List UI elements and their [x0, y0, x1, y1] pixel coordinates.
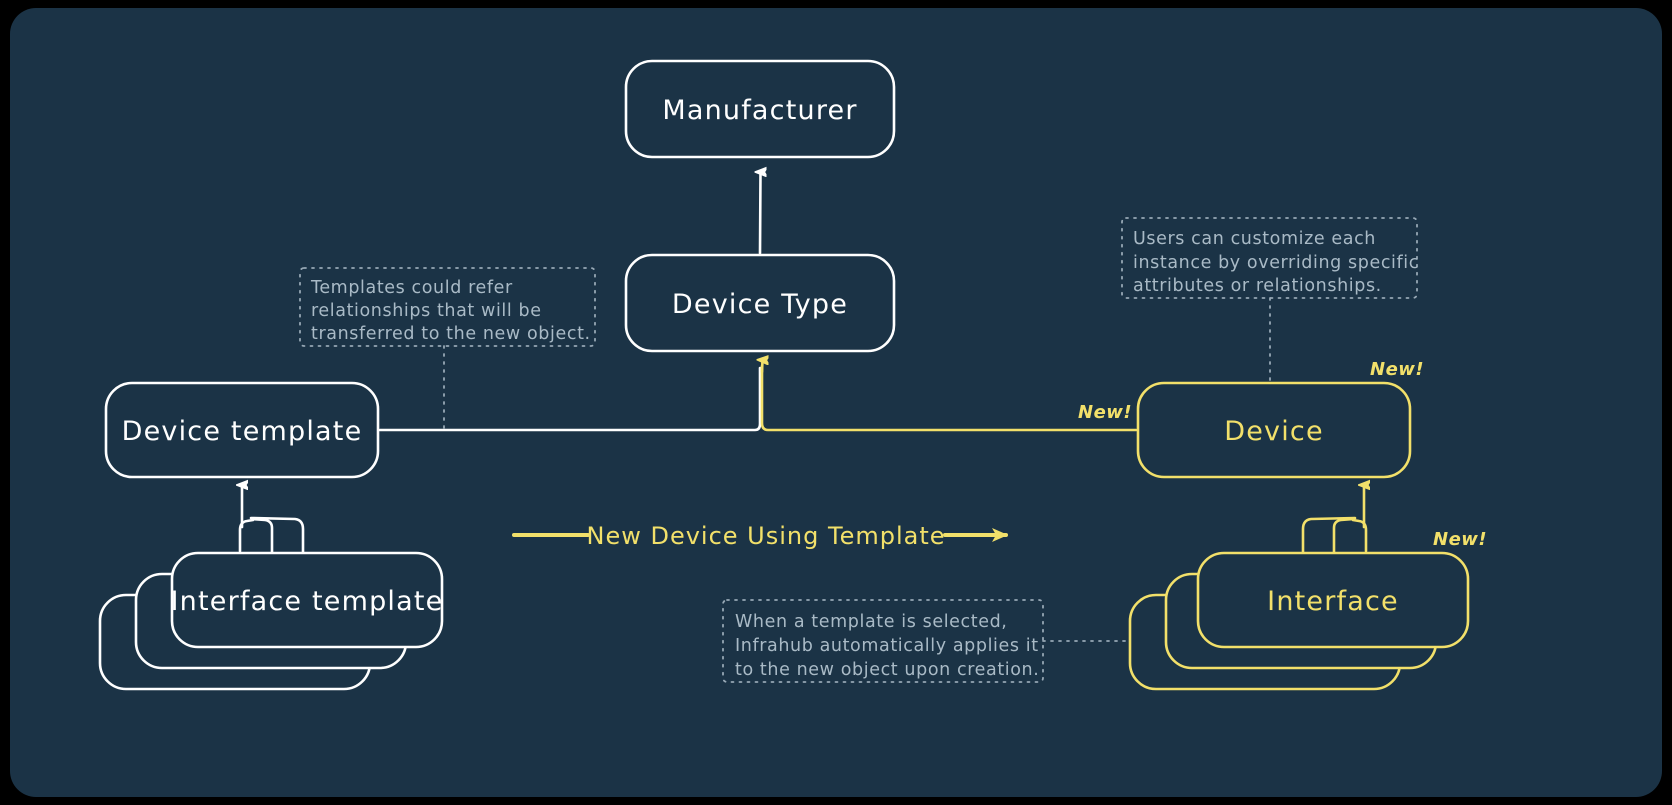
node-interface-label: Interface [1267, 586, 1399, 617]
edge-interfacetemplate-to-devicetemplate [240, 485, 305, 555]
edge-device-to-devicetype [762, 360, 1138, 432]
note-template-selected: When a template is selected, Infrahub au… [722, 599, 1129, 683]
edge-devicetemplate-to-devicetype [378, 366, 762, 432]
note-users-customize-line-1: Users can customize each [1133, 229, 1376, 249]
badge-edge-new: New! [1078, 402, 1132, 423]
note-users-customize-line-2: instance by overriding specific [1133, 253, 1419, 273]
note-template-selected-line-1: When a template is selected, [735, 612, 1007, 632]
node-device[interactable]: Device [1136, 381, 1412, 479]
node-device-type-label: Device Type [672, 289, 848, 320]
note-templates-refer: Templates could refer relationships that… [299, 267, 596, 429]
edge-interface-to-device [1301, 485, 1366, 555]
note-template-selected-line-2: Infrahub automatically applies it [735, 636, 1039, 656]
note-users-customize: Users can customize each instance by ove… [1121, 217, 1419, 383]
edge-devicetype-to-manufacturer [760, 172, 761, 255]
node-manufacturer[interactable]: Manufacturer [624, 59, 896, 159]
node-device-template[interactable]: Device template [104, 381, 380, 479]
node-device-template-label: Device template [122, 416, 363, 447]
node-interface[interactable]: Interface [1196, 551, 1470, 649]
flow-label: New Device Using Template [586, 522, 945, 550]
note-templates-refer-line-3: transferred to the new object. [311, 324, 591, 344]
note-users-customize-line-3: attributes or relationships. [1133, 276, 1382, 296]
node-manufacturer-label: Manufacturer [662, 95, 857, 126]
node-interface-template-label: Interface template [171, 586, 444, 617]
note-templates-refer-line-1: Templates could refer [310, 278, 513, 298]
node-device-type[interactable]: Device Type [624, 253, 896, 353]
node-device-label: Device [1224, 416, 1324, 447]
node-interface-template[interactable]: Interface template [171, 551, 444, 649]
flow-new-device-using-template: New Device Using Template [512, 522, 1008, 550]
note-template-selected-line-3: to the new object upon creation. [735, 660, 1039, 680]
note-templates-refer-line-2: relationships that will be [311, 301, 542, 321]
badge-interface-new: New! [1433, 529, 1487, 550]
badge-device-new: New! [1370, 359, 1424, 380]
